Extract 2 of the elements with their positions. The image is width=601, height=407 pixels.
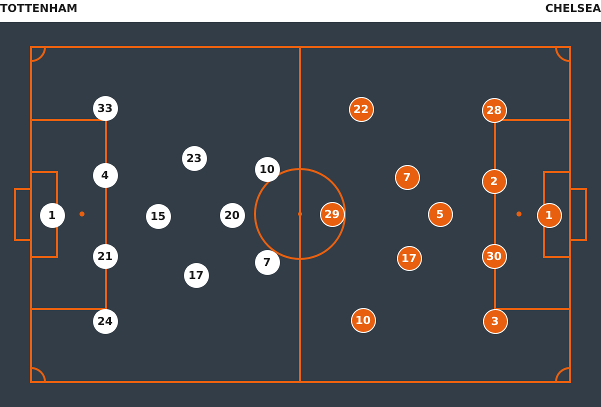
team-name: CHELSEA: [545, 2, 601, 15]
team-name: TOTTENHAM: [0, 2, 78, 15]
